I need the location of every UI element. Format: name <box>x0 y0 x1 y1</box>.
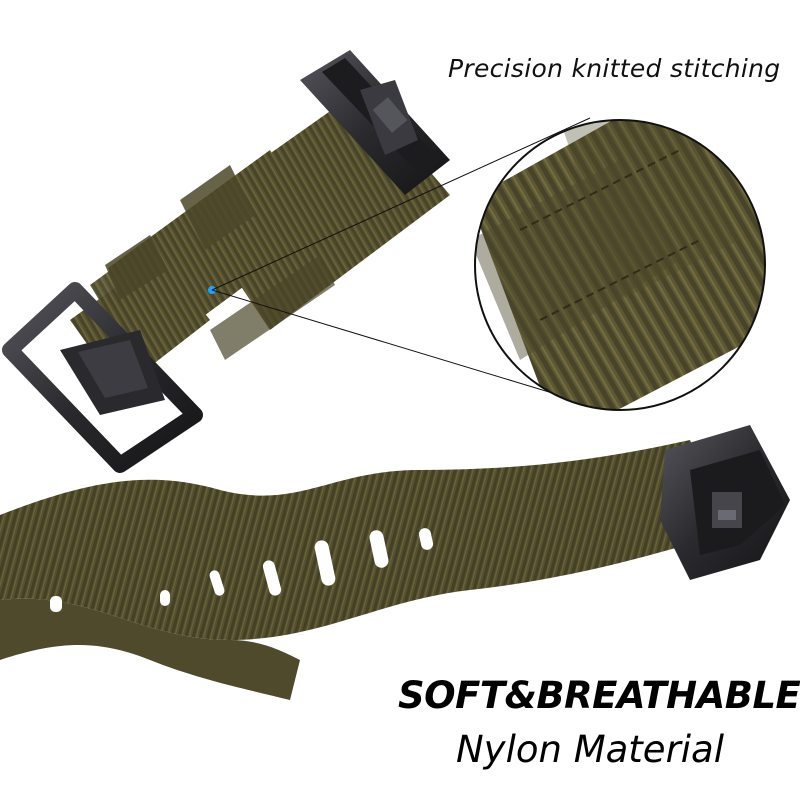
callout-label: Precision knitted stitching <box>448 54 781 83</box>
top-connector <box>300 50 450 195</box>
callout-line-top <box>211 117 591 291</box>
callout-line-bottom <box>211 289 593 406</box>
zoom-circle <box>474 119 766 411</box>
lower-strap <box>0 440 735 700</box>
buckle <box>2 282 203 473</box>
subline: Nylon Material <box>456 728 725 771</box>
headline: SOFT&BREATHABLE <box>398 674 800 717</box>
bottom-connector <box>660 425 790 580</box>
